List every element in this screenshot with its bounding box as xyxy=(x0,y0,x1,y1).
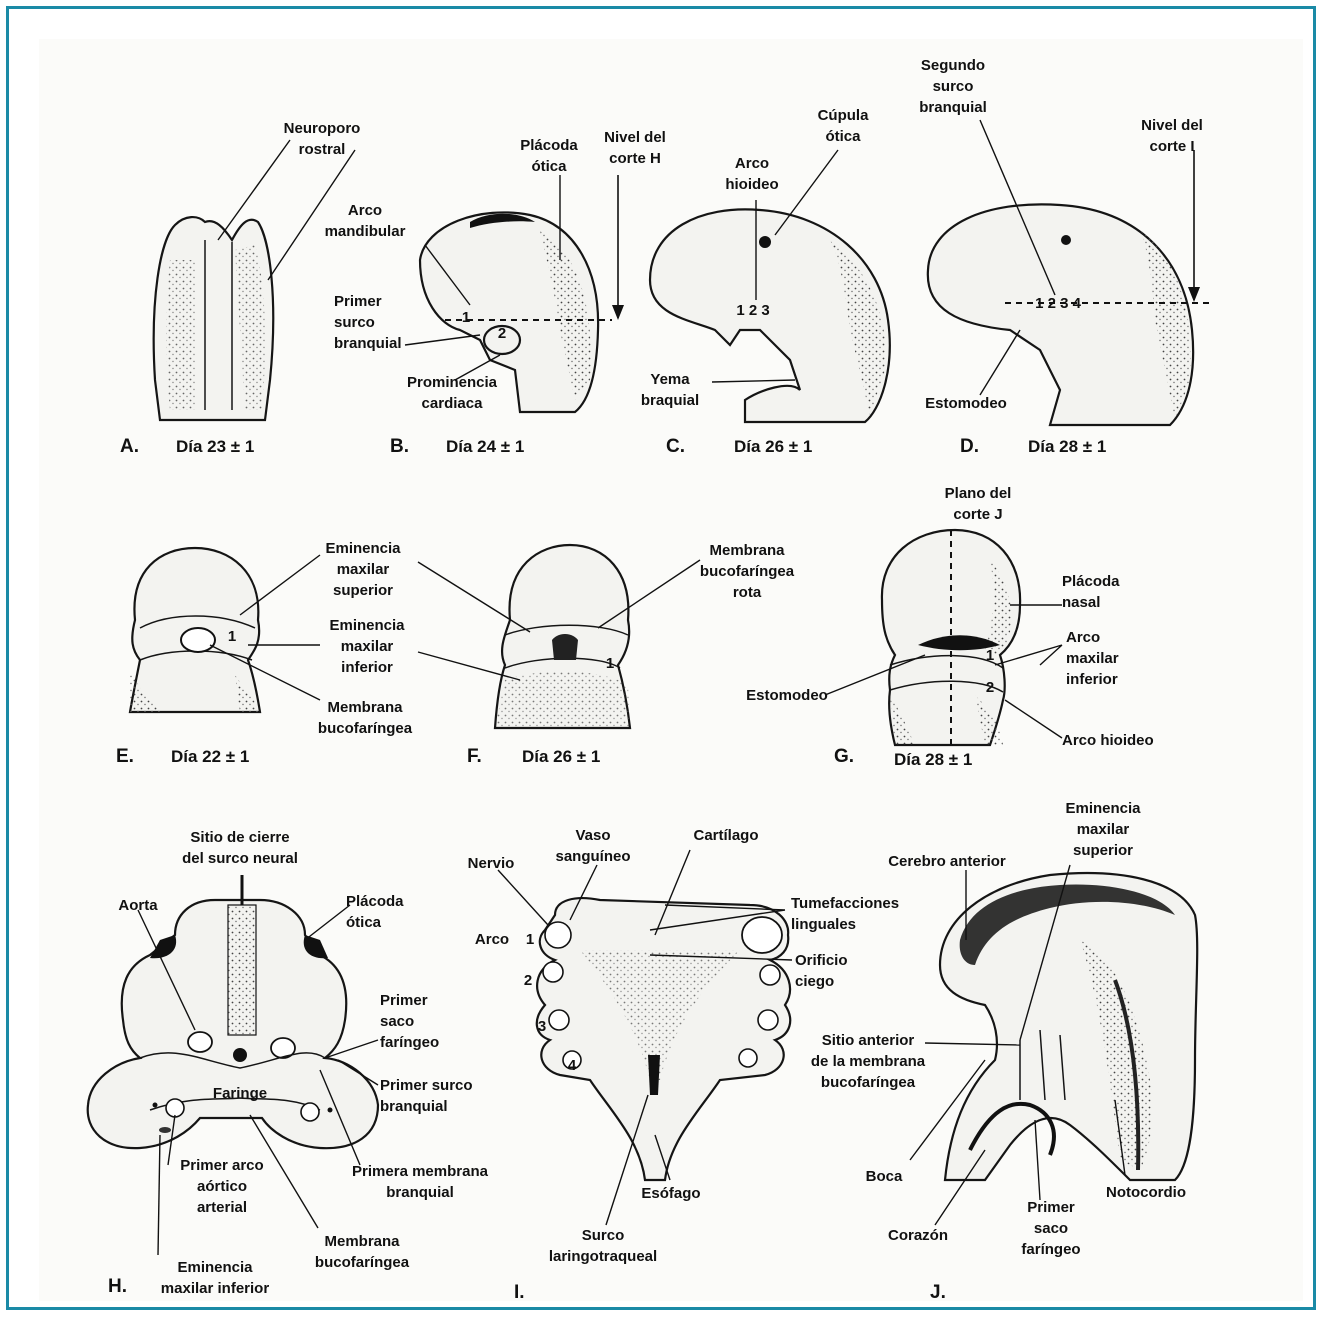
panel-j-letter: J. xyxy=(930,1282,946,1303)
panel-i-letter: I. xyxy=(514,1282,525,1303)
num-g-2: 2 xyxy=(986,679,994,696)
num-i-1: 1 xyxy=(526,931,534,948)
label-arco-i: Arco xyxy=(475,931,509,948)
panel-g-letter: G. xyxy=(834,746,854,767)
num-c-123: 1 2 3 xyxy=(736,302,769,319)
label-notocordio: Notocordio xyxy=(1106,1184,1186,1201)
num-g-1: 1 xyxy=(986,647,994,664)
label-aorta: Aorta xyxy=(118,897,158,914)
panel-f-caption: Día 26 ± 1 xyxy=(522,747,600,766)
num-b-1: 1 xyxy=(462,309,470,326)
panel-e-caption: Día 22 ± 1 xyxy=(171,747,249,766)
num-e-1: 1 xyxy=(228,628,236,645)
label-arco-hioideo-g: Arco hioideo xyxy=(1062,732,1154,749)
label-cartilago: Cartílago xyxy=(693,827,758,844)
label-boca: Boca xyxy=(866,1168,903,1185)
panel-c-letter: C. xyxy=(666,436,685,457)
label-estomodeo-g: Estomodeo xyxy=(746,687,828,704)
panel-e-letter: E. xyxy=(116,746,134,767)
panel-d-caption: Día 28 ± 1 xyxy=(1028,437,1106,456)
panel-a-letter: A. xyxy=(120,436,139,457)
num-d-1234: 1 2 3 4 xyxy=(1035,295,1082,312)
num-i-3: 3 xyxy=(538,1018,546,1035)
num-b-2: 2 xyxy=(498,325,506,342)
label-corazon: Corazón xyxy=(888,1227,948,1244)
num-i-2: 2 xyxy=(524,972,532,989)
num-i-4: 4 xyxy=(568,1057,577,1074)
panel-b-caption: Día 24 ± 1 xyxy=(446,437,524,456)
panel-a-caption: Día 23 ± 1 xyxy=(176,437,254,456)
embryo-d-shape xyxy=(928,204,1193,425)
label-cerebro-anterior: Cerebro anterior xyxy=(888,853,1006,870)
panel-c-caption: Día 26 ± 1 xyxy=(734,437,812,456)
panel-g-caption: Día 28 ± 1 xyxy=(894,750,972,769)
label-esofago: Esófago xyxy=(641,1185,700,1202)
num-f-1: 1 xyxy=(606,655,614,672)
panel-d-letter: D. xyxy=(960,436,979,457)
panel-h-letter: H. xyxy=(108,1276,127,1297)
panel-f-letter: F. xyxy=(467,746,482,767)
label-estomodeo-d: Estomodeo xyxy=(925,395,1007,412)
label-nervio: Nervio xyxy=(468,855,515,872)
panel-b-letter: B. xyxy=(390,436,409,457)
label-faringe: Faringe xyxy=(213,1085,267,1102)
